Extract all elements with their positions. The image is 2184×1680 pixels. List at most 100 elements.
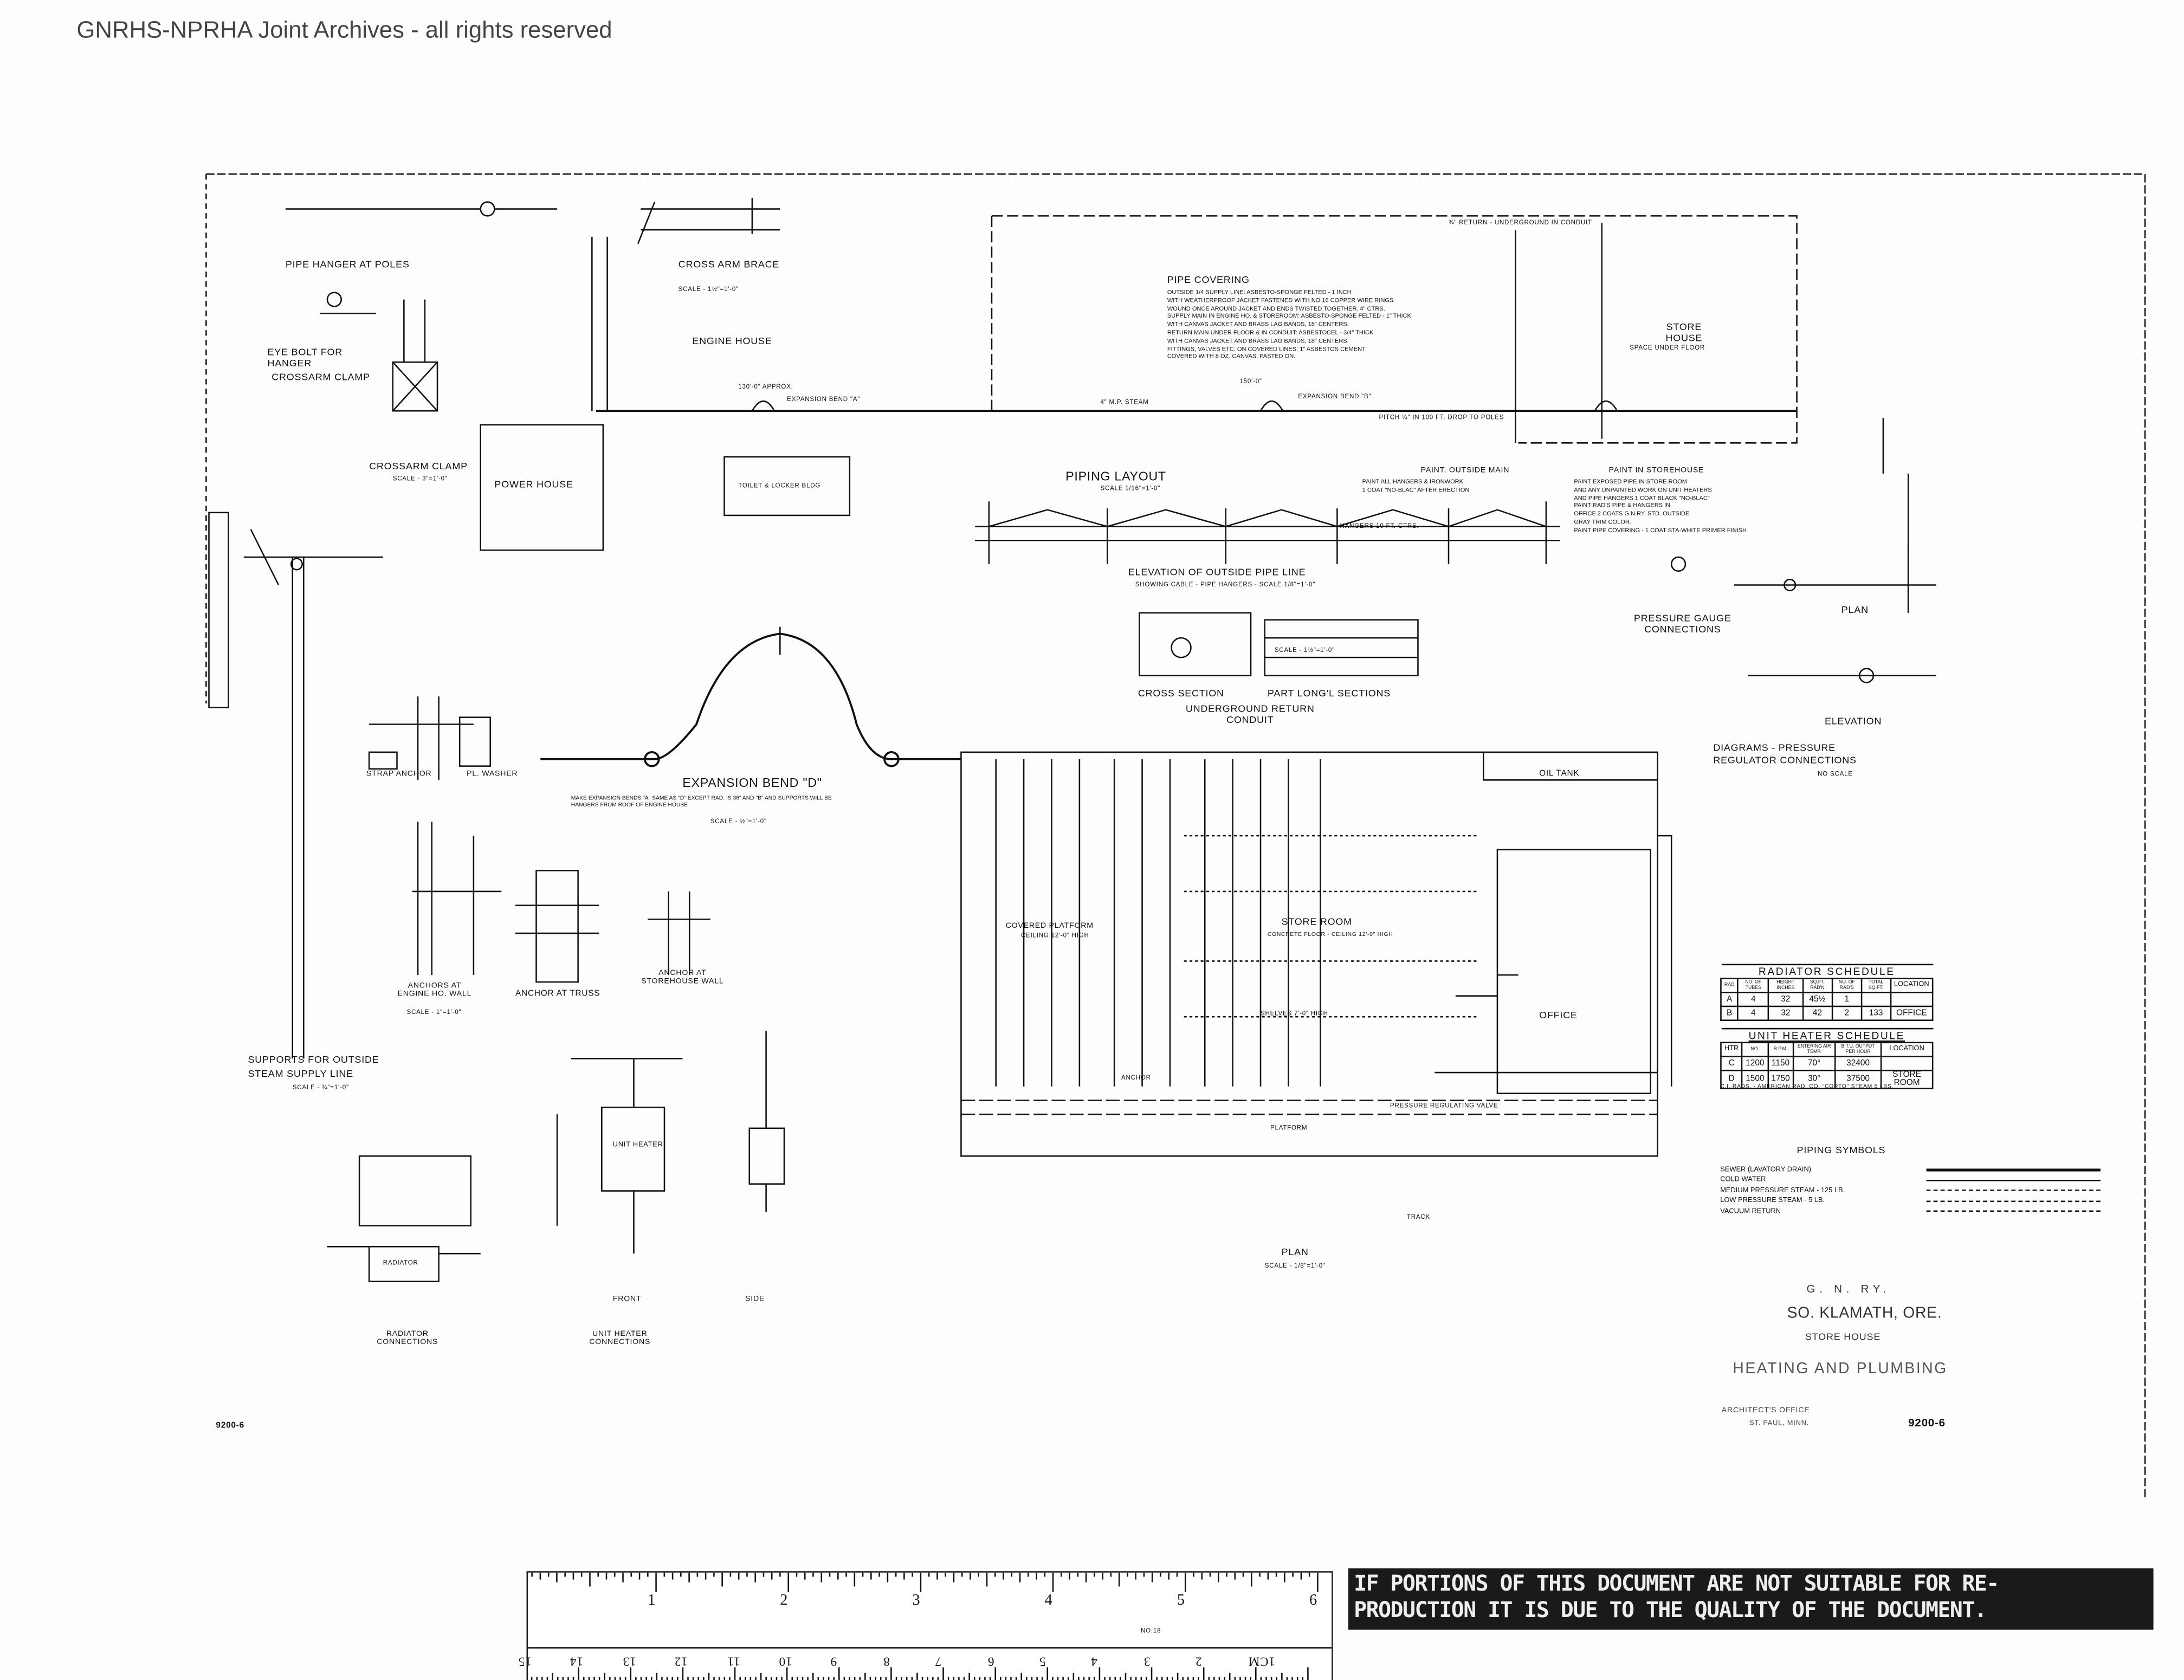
legend-label: Sewer (Lavatory Drain) (1720, 1165, 1812, 1174)
anchor-details (368, 696, 710, 983)
note-line: Paint all hangers & ironwork (1362, 477, 1464, 485)
legend-label: Vacuum Return (1720, 1207, 1781, 1216)
table-row: D 1500 1750 30° 37500 Store Room (1720, 1069, 1934, 1089)
title-subject: Heating and Plumbing (1733, 1361, 1948, 1378)
table-row: C 1200 1150 70° 32400 (1720, 1056, 1934, 1071)
legend-item: Cold Water (1720, 1175, 2101, 1185)
label-pitch: Pitch ¼" in 100 ft. Drop to poles (1379, 413, 1504, 421)
cm-label: 9 (830, 1655, 838, 1669)
ruler-maker: No.18 (1140, 1626, 1161, 1634)
table-header-row: Htr No. R.P.M. Entering Air Temp. B.T.U.… (1720, 1042, 1934, 1057)
inch-label: 5 (1177, 1592, 1185, 1609)
label-radiator: Radiator (383, 1259, 418, 1267)
quality-warning: IF PORTIONS OF THIS DOCUMENT ARE NOT SUI… (1348, 1568, 2154, 1630)
table-row: B 4 32 42 2 133 Office (1720, 1005, 1934, 1021)
schedule-footnote: C.I. Rads. - American Rad. Co. "Corto" S… (1720, 1082, 1894, 1089)
label-store-room: Store Room (1281, 917, 1352, 928)
label-expansion-bend-d: Expansion Bend "D" (682, 776, 822, 790)
table-cell: C (1720, 1056, 1743, 1071)
table-cell: B (1720, 1005, 1739, 1021)
connection-details (327, 1030, 785, 1282)
column-header: Total Sq.Ft. (1860, 978, 1891, 993)
label-cross-arm-brace-scale: Scale - 1½"=1'-0" (678, 285, 739, 293)
note-line: Paint rad's pipe & hangers in (1574, 502, 1671, 509)
warning-line: PRODUCTION IT IS DUE TO THE QUALITY OF T… (1354, 1598, 1987, 1623)
unit-heater-schedule: Unit Heater Schedule Htr No. R.P.M. Ente… (1720, 1028, 1934, 1089)
label-regulator-connections: Regulator Connections (1713, 756, 1857, 766)
label-cross-section: Cross Section (1138, 689, 1224, 700)
label-elevation-outside: Elevation of Outside Pipe Line (1128, 568, 1306, 578)
label-platform: Platform (1270, 1124, 1308, 1132)
label-diagrams-pressure: Diagrams - Pressure (1713, 744, 1836, 754)
ruler-ticks (528, 1572, 1332, 1680)
table-cell: 2 (1831, 1005, 1863, 1021)
note-line: with weatherproof jacket fastened with N… (1167, 296, 1394, 303)
label-underground-scale: Scale - 1½"=1'-0" (1274, 646, 1335, 654)
underground-conduit (1139, 612, 1419, 676)
legend-line-cold-water (1926, 1179, 2101, 1181)
label-anchors-engine-scale: Scale - 1"=1'-0" (406, 1008, 462, 1016)
note-line: Supply main in engine ho. & storeroom: a… (1167, 312, 1411, 320)
label-anchor-storehouse: Anchor at Storehouse Wall (641, 969, 724, 986)
label-crossarm-clamp: Crossarm Clamp (369, 462, 468, 473)
legend-label: Cold Water (1720, 1175, 1766, 1185)
column-header: Entering Air Temp. (1792, 1042, 1836, 1057)
label-anchor-truss: Anchor at Truss (515, 990, 600, 999)
label-track: Track (1406, 1213, 1430, 1220)
title-drawing-number: 9200-6 (1908, 1416, 1946, 1430)
radiator-schedule: Radiator Schedule Rad No. of Tubes Heigh… (1720, 964, 1934, 1021)
cm-label: 11 (726, 1655, 740, 1669)
piping-layout (480, 215, 1909, 613)
table-cell: 32 (1768, 1005, 1804, 1021)
label-strap-anchor: Strap Anchor (366, 770, 432, 779)
label-covered-platform-sub: Ceiling 12'-0" high (1020, 932, 1089, 939)
column-header: No. of Tubes (1737, 978, 1770, 993)
table-cell: 4 (1737, 991, 1770, 1007)
label-hangers-ctrs: Hangers 10 ft. ctrs. (1340, 522, 1419, 529)
label-piping-layout-scale: Scale 1/16"=1'-0" (1100, 484, 1161, 492)
label-office: Office (1539, 1011, 1578, 1021)
table-cell: Office (1890, 1005, 1934, 1021)
label-cross-arm-brace: Cross Arm Brace (678, 260, 780, 270)
table-cell: 133 (1860, 1005, 1891, 1021)
table-cell: Store Room (1880, 1069, 1934, 1089)
column-header: Height Inches (1768, 978, 1804, 993)
note-line: and any unpainted work on unit heaters (1574, 486, 1712, 493)
piping-symbols-legend: Sewer (Lavatory Drain) Cold Water Medium… (1720, 1165, 2101, 1217)
pipe-hanger-detail (285, 197, 780, 412)
label-piping-layout: Piping Layout (1065, 469, 1166, 483)
radiator-schedule-title: Radiator Schedule (1721, 964, 1933, 979)
note-line: Paint exposed pipe in store room (1574, 477, 1687, 485)
cm-label: 10 (778, 1655, 792, 1669)
label-radiator-connections: Radiator Connections (377, 1330, 438, 1347)
column-header: Htr (1720, 1042, 1743, 1057)
unit-heater-schedule-title: Unit Heater Schedule (1721, 1028, 1933, 1044)
cm-label: 14 (570, 1655, 584, 1669)
legend-item: Sewer (Lavatory Drain) (1720, 1165, 2101, 1175)
note-line: with canvas jacket and brass lag bands, … (1167, 337, 1349, 344)
drawing-number-left: 9200-6 (216, 1422, 245, 1431)
cm-label: 5 (1039, 1655, 1046, 1669)
label-expansion-bend-d-scale: Scale - ½"=1'-0" (710, 817, 767, 825)
note-line: Outside 1/4 supply line: asbesto-sponge … (1167, 288, 1352, 295)
cm-label: 15 (518, 1655, 532, 1669)
table-cell: D (1720, 1069, 1743, 1089)
cm-label: 12 (674, 1655, 688, 1669)
cm-label: 13 (622, 1655, 636, 1669)
column-header: Location (1890, 978, 1934, 993)
piping-symbols-title: Piping Symbols (1797, 1146, 1886, 1156)
paint-storehouse-title: Paint in Storehouse (1608, 467, 1704, 475)
table-row: A 4 32 45½ 1 (1720, 991, 1934, 1007)
archive-watermark: GNRHS-NPRHA Joint Archives - all rights … (76, 16, 612, 43)
note-line: covered with 8 oz. canvas, pasted on. (1167, 353, 1296, 360)
label-steam-supply-line: Steam Supply Line (248, 1069, 353, 1080)
table-cell (1860, 991, 1891, 1007)
column-header: R.P.M. (1767, 1042, 1794, 1057)
legend-label: Low Pressure Steam - 5 lb. (1720, 1197, 1825, 1205)
label-plan-scale: Scale - 1/8"=1'-0" (1264, 1262, 1326, 1269)
column-header: Sq.Ft. Rad'n (1801, 978, 1833, 993)
cm-label: 2 (1195, 1655, 1203, 1669)
label-anchors-engine-wall: Anchors at Engine Ho. Wall (397, 981, 472, 999)
legend-item: Vacuum Return (1720, 1206, 2101, 1217)
label-underground-return: Underground Return Conduit (1185, 705, 1315, 726)
